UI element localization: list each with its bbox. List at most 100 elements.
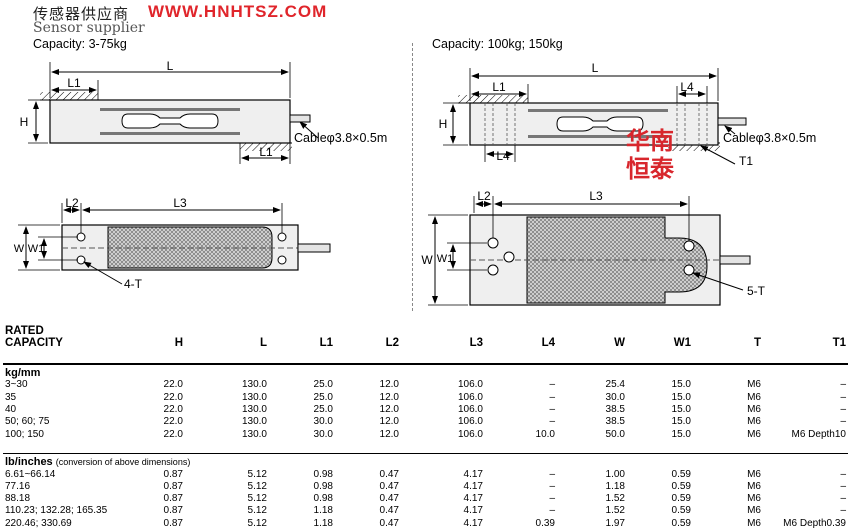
table-cell: M6: [747, 468, 761, 480]
table-cell: 30.0: [605, 391, 625, 403]
table-cell: 106.0: [457, 391, 483, 403]
table-cell: 0.98: [313, 480, 333, 492]
table-cell: 15.0: [671, 416, 691, 428]
dim-L4-bottom-label: L4: [496, 149, 510, 163]
col-header: H: [174, 337, 183, 349]
col-header: W: [614, 337, 625, 349]
table-cell: 15.0: [671, 391, 691, 403]
table-cell: 130.0: [241, 416, 267, 428]
mount-hole: [487, 237, 499, 249]
top-mount-hatch-right: [458, 95, 528, 103]
table-cell: 15.0: [671, 428, 691, 440]
table-cell: –: [840, 404, 846, 416]
mount-hole: [487, 264, 499, 276]
right-side-view: L L1 L4 L4 H Cableφ3.8×0.5m T1: [439, 61, 817, 168]
mount-hole: [683, 264, 695, 276]
dim-L2-label: L2: [65, 196, 79, 210]
table-cell: M6: [747, 517, 761, 529]
table-cell: 106.0: [457, 428, 483, 440]
table-cell: 25.0: [313, 379, 333, 391]
table-cell: 130.0: [241, 404, 267, 416]
table-cell: 4.17: [463, 480, 483, 492]
dim-T1-label: T1: [739, 154, 753, 168]
dim-L-label-right: L: [592, 61, 599, 75]
cable-stub: [289, 114, 311, 123]
capacity-cell: 77.16: [5, 480, 31, 492]
table-cell: –: [549, 404, 555, 416]
table-cell: 12.0: [379, 404, 399, 416]
table-cell: 0.87: [163, 480, 183, 492]
table-cell: 0.47: [379, 493, 399, 505]
capacity-cell: 88.18: [5, 493, 31, 505]
website-url[interactable]: WWW.HNHTSZ.COM: [148, 2, 328, 21]
unit-row-kg: kg/mm: [3, 364, 848, 379]
table-cell: M6: [747, 416, 761, 428]
unit-note: (conversion of above dimensions): [55, 457, 191, 468]
table-cell: 22.0: [163, 428, 183, 440]
table-cell: –: [840, 468, 846, 480]
col-header: T1: [832, 337, 846, 349]
drawing-divider: [412, 43, 413, 311]
dim-L3-label: L3: [173, 196, 187, 210]
table-cell: 38.5: [605, 416, 625, 428]
table-cell: 38.5: [605, 404, 625, 416]
capacity-cell: 6.61~66.14: [5, 468, 56, 480]
table-cell: 0.98: [313, 493, 333, 505]
table-cell: 4.17: [463, 493, 483, 505]
cable-stub-top: [297, 243, 331, 253]
table-cell: 0.59: [671, 468, 691, 480]
table-cell: 0.59: [671, 517, 691, 529]
table-cell: M6: [747, 428, 761, 440]
table-cell: –: [549, 493, 555, 505]
table-cell: 0.47: [379, 505, 399, 517]
table-cell: 5.12: [247, 480, 267, 492]
dim-H-label-right: H: [439, 117, 448, 131]
table-cell: 22.0: [163, 379, 183, 391]
table-cell: –: [549, 480, 555, 492]
company-name-cn: 传感器供应商: [33, 5, 130, 23]
table-cell: –: [549, 416, 555, 428]
dim-L-label: L: [167, 59, 174, 73]
col-header: T: [753, 337, 761, 349]
table-cell: 1.18: [313, 517, 333, 529]
table-cell: 1.97: [605, 517, 625, 529]
left-top-view: L2 L3 W W1 4-T: [14, 196, 331, 291]
table-cell: M6: [747, 379, 761, 391]
capacity-cell: 220.46; 330.69: [5, 517, 72, 529]
capacity-cell: 35: [5, 391, 17, 403]
dim-L1-label-right: L1: [492, 80, 506, 94]
table-cell: –: [840, 379, 846, 391]
mount-hole: [277, 232, 287, 242]
table-cell: 25.0: [313, 391, 333, 403]
table-cell: 30.0: [313, 416, 333, 428]
dim-W-label: W: [14, 243, 25, 255]
table-cell: 1.18: [605, 480, 625, 492]
col-header: L3: [469, 337, 483, 349]
table-cell: –: [840, 391, 846, 403]
table-cell: 1.00: [605, 468, 625, 480]
table-cell: –: [549, 505, 555, 517]
col-header: L2: [385, 337, 399, 349]
table-cell: 0.87: [163, 468, 183, 480]
company-name-en: Sensor supplier: [33, 20, 145, 36]
table-cell: 0.39: [535, 517, 555, 529]
table-cell: 1.52: [605, 493, 625, 505]
table-cell: 0.98: [313, 468, 333, 480]
table-cell: M6: [747, 391, 761, 403]
table-cell: 4.17: [463, 517, 483, 529]
cable-stub-right: [717, 117, 747, 126]
dim-L1-top-label: L1: [67, 76, 81, 90]
col-header: W1: [673, 337, 691, 349]
capacity-cell: 100; 150: [5, 428, 44, 440]
table-cell: 0.87: [163, 505, 183, 517]
